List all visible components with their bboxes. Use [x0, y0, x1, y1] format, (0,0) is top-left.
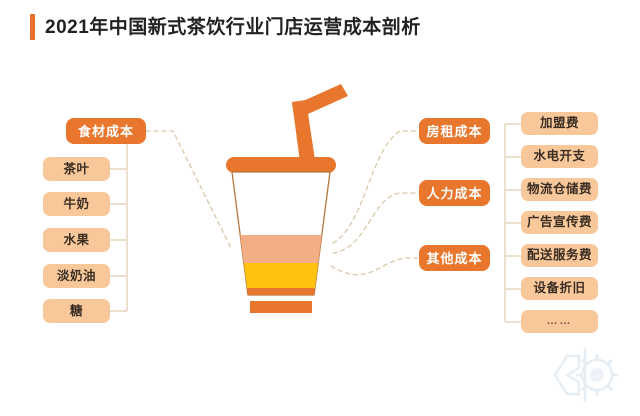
node-sugar[interactable]: 糖	[43, 299, 110, 323]
node-advertising[interactable]: 广告宣传费	[521, 211, 598, 234]
node-label: 糖	[69, 303, 83, 318]
gear-logo-watermark	[553, 348, 618, 402]
node-label: 人力成本	[426, 185, 483, 201]
milk-tea-cup-illustration	[226, 84, 348, 313]
node-franchise-fee[interactable]: 加盟费	[521, 112, 598, 135]
node-label: 水果	[63, 232, 90, 247]
node-other-cost[interactable]: 其他成本	[419, 245, 490, 271]
node-equipment-depreciation[interactable]: 设备折旧	[521, 277, 598, 300]
cup-liquid-bands	[232, 235, 330, 295]
node-fruit[interactable]: 水果	[43, 228, 110, 252]
node-label: 牛奶	[63, 196, 90, 211]
node-label: ……	[546, 315, 573, 327]
straw-upper-segment	[292, 84, 348, 118]
node-label: 广告宣传费	[526, 215, 592, 230]
node-label: 水电开支	[533, 149, 586, 164]
node-tea-leaves[interactable]: 茶叶	[43, 157, 110, 181]
node-rent-cost[interactable]: 房租成本	[419, 118, 490, 144]
node-label: 食材成本	[77, 123, 134, 139]
node-logistics-storage[interactable]: 物流仓储费	[521, 178, 598, 201]
node-label: 配送服务费	[526, 248, 592, 263]
node-utilities[interactable]: 水电开支	[521, 145, 598, 168]
node-label: 设备折旧	[533, 281, 586, 296]
cup-lid	[226, 157, 336, 173]
logo-mark	[553, 354, 581, 396]
node-label: 淡奶油	[56, 268, 96, 283]
page-title-text: 2021年中国新式茶饮行业门店运营成本剖析	[45, 16, 421, 38]
node-label: 房租成本	[426, 123, 483, 139]
node-delivery-service[interactable]: 配送服务费	[521, 244, 598, 267]
title-accent-bar	[30, 14, 35, 40]
cup-base	[250, 301, 312, 313]
node-labor-cost[interactable]: 人力成本	[419, 180, 490, 206]
node-label: 加盟费	[539, 116, 579, 131]
node-label: 茶叶	[63, 161, 90, 176]
node-more-items[interactable]: ……	[521, 310, 598, 333]
band-gold	[232, 263, 330, 288]
node-ingredient-cost[interactable]: 食材成本	[66, 118, 146, 144]
node-light-cream[interactable]: 淡奶油	[43, 264, 110, 288]
node-label: 物流仓储费	[526, 182, 592, 197]
gear-icon	[580, 358, 614, 392]
node-label: 其他成本	[426, 250, 483, 266]
band-peach	[232, 235, 330, 263]
band-orange	[232, 288, 330, 295]
node-milk[interactable]: 牛奶	[43, 192, 110, 216]
page-title: 2021年中国新式茶饮行业门店运营成本剖析	[30, 14, 421, 40]
